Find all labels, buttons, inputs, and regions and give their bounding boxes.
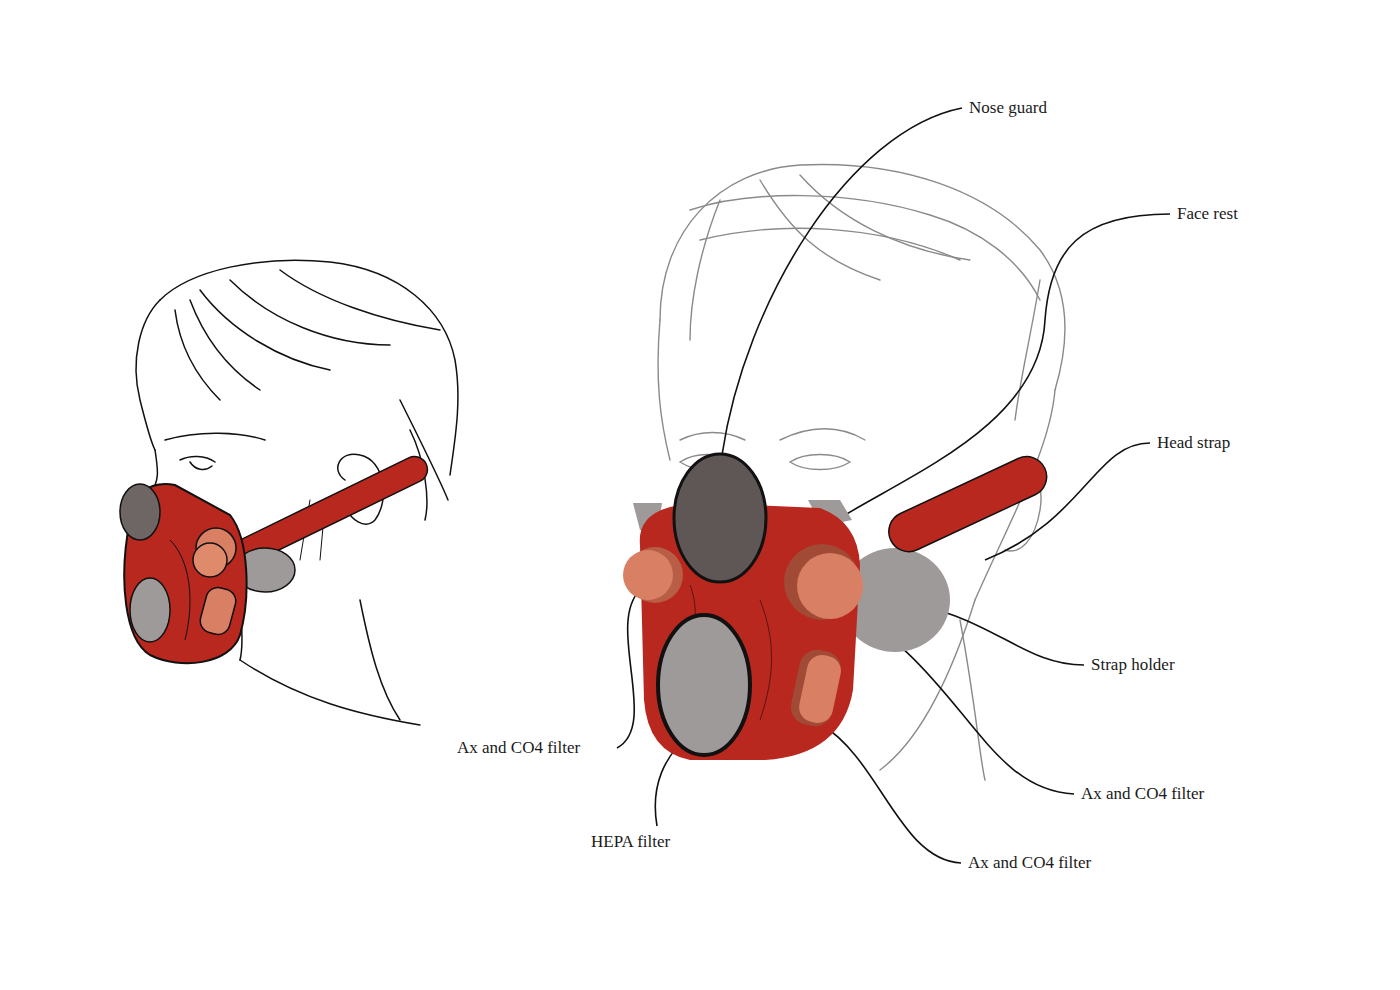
part-label: Ax and CO4 filter [457, 738, 580, 758]
part-label: Face rest [1177, 204, 1238, 224]
front-mask [623, 450, 1053, 760]
part-label: HEPA filter [591, 832, 670, 852]
profile-mask [120, 452, 432, 663]
leader-lines [617, 108, 1170, 863]
part-label: Head strap [1157, 433, 1230, 453]
part-label: Nose guard [969, 98, 1047, 118]
front-face-sketch [658, 164, 1065, 780]
part-label: Ax and CO4 filter [968, 853, 1091, 873]
part-label: Strap holder [1091, 655, 1175, 675]
part-label: Ax and CO4 filter [1081, 784, 1204, 804]
